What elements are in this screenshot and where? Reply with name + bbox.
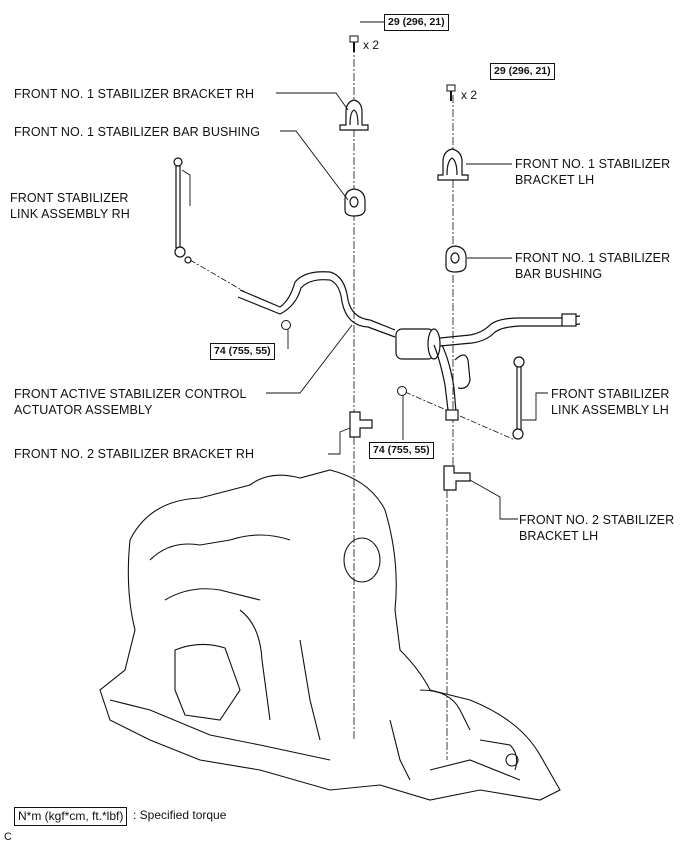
bracket-no1-rh-part [339,99,369,131]
label-text: BAR BUSHING [515,267,603,281]
bracket-no2-lh-part [443,465,471,491]
link-axis-lh [404,391,516,441]
label-text: FRONT NO. 1 STABILIZER [515,157,671,171]
label-text: FRONT NO. 1 STABILIZER [515,251,671,265]
leader-lines [181,21,548,520]
qty-bolt-rh: x 2 [363,38,380,52]
bolt-lh [446,84,456,101]
label-bushing-no1-lh: FRONT NO. 1 STABILIZER BAR BUSHING [515,250,670,282]
label-bracket-no1-lh: FRONT NO. 1 STABILIZER BRACKET LH [515,156,670,188]
label-link-rh: FRONT STABILIZER LINK ASSEMBLY RH [10,190,130,222]
label-bushing-no1-rh: FRONT NO. 1 STABILIZER BAR BUSHING [14,124,260,140]
label-text: FRONT STABILIZER [551,387,670,401]
bushing-no1-lh-part [445,245,467,273]
label-text: FRONT ACTIVE STABILIZER CONTROL [14,387,247,401]
label-bracket-no2-lh: FRONT NO. 2 STABILIZER BRACKET LH [519,512,674,544]
link-lh-part [512,356,525,440]
label-text: ACTUATOR ASSEMBLY [14,403,153,417]
link-rh-part [173,157,192,264]
label-text: FRONT NO. 2 STABILIZER [519,513,675,527]
label-text: BRACKET LH [519,529,599,543]
qty-bolt-lh: x 2 [461,88,478,102]
label-text: FRONT NO. 1 STABILIZER BRACKET RH [14,87,255,101]
torque-bolt-lh: 29 (296, 21) [490,63,555,80]
legend-text: : Specified torque [133,808,227,822]
label-text: FRONT NO. 1 STABILIZER BAR BUSHING [14,125,261,139]
torque-bolt-rh: 29 (296, 21) [384,14,449,31]
engine-assembly-illustration [99,469,561,801]
bracket-no2-rh-part [349,411,373,438]
legend-unit-box: N*m (kgf*cm, ft.*lbf) [14,807,128,826]
label-bracket-no2-rh: FRONT NO. 2 STABILIZER BRACKET RH [14,446,254,462]
label-bracket-no1-rh: FRONT NO. 1 STABILIZER BRACKET RH [14,86,254,102]
nut-rh-part [281,320,291,330]
torque-nut-rh: 74 (755, 55) [210,343,275,360]
bushing-no1-rh-part [344,188,366,217]
stabilizer-bar-part [237,271,581,421]
label-actuator: FRONT ACTIVE STABILIZER CONTROL ACTUATOR… [14,386,247,418]
label-text: LINK ASSEMBLY RH [10,207,130,221]
label-link-lh: FRONT STABILIZER LINK ASSEMBLY LH [551,386,670,418]
bracket-no1-lh-part [437,148,469,181]
label-text: FRONT STABILIZER [10,191,129,205]
nut-lh-part [397,386,407,396]
corner-mark: C [4,831,12,843]
label-text: FRONT NO. 2 STABILIZER BRACKET RH [14,447,255,461]
link-axis-rh [189,259,246,293]
bolt-rh [349,35,359,52]
centerline-lh [446,95,454,760]
torque-nut-lh: 74 (755, 55) [369,442,434,459]
label-text: LINK ASSEMBLY LH [551,403,669,417]
label-text: BRACKET LH [515,173,595,187]
